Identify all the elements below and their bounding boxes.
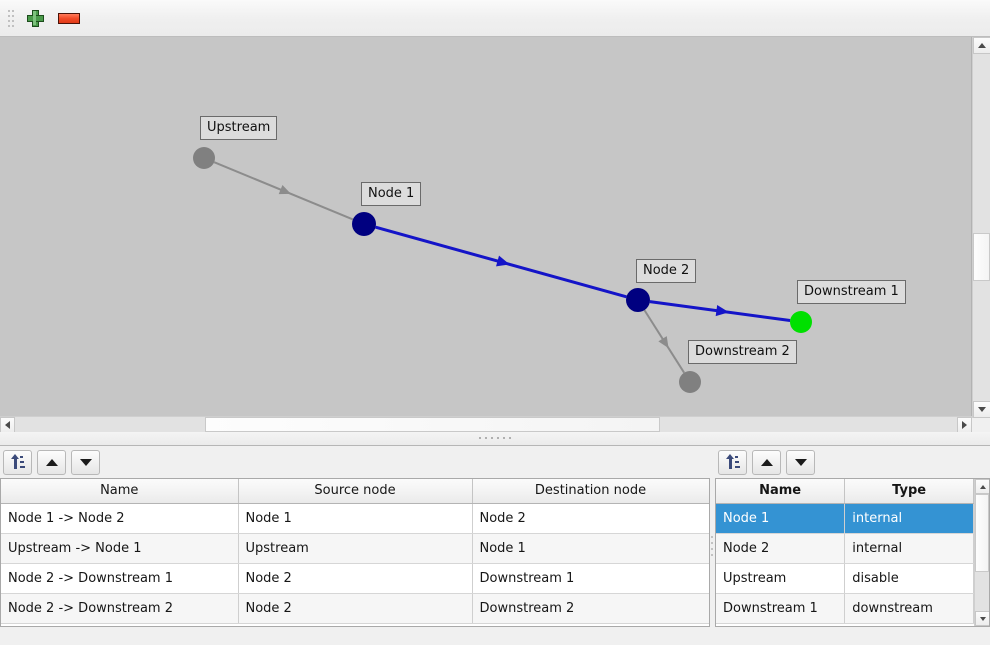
- scroll-up-arrow[interactable]: [973, 37, 990, 54]
- graph-node-upstream[interactable]: [193, 147, 215, 169]
- graph-vertical-scrollbar[interactable]: [972, 37, 990, 418]
- connections-table-cell-source: Upstream: [238, 533, 473, 564]
- connections-move-up-button[interactable]: [37, 449, 66, 475]
- scroll-up-arrow[interactable]: [975, 479, 989, 494]
- graph-svg: [193, 147, 812, 393]
- horizontal-splitter[interactable]: [0, 432, 990, 446]
- connections-table-cell-destination: Node 1: [472, 533, 709, 564]
- connections-pane-footer: [0, 627, 710, 645]
- connections-sort-button[interactable]: [3, 449, 32, 475]
- graph-node-label-downstream1[interactable]: Downstream 1: [797, 280, 906, 304]
- graph-node-label-node2[interactable]: Node 2: [636, 259, 697, 283]
- graph-edge-arrow-node2-downstream1: [715, 305, 729, 317]
- nodes-table-cell-type: internal: [844, 503, 974, 534]
- connections-table-cell-destination: Downstream 1: [472, 563, 709, 594]
- graph-node-downstream1[interactable]: [790, 311, 812, 333]
- remove-button[interactable]: [52, 4, 86, 32]
- graph-node-node1[interactable]: [352, 212, 376, 236]
- connections-table-column-header[interactable]: Name: [1, 479, 239, 504]
- connections-table-cell-destination: Node 2: [472, 503, 709, 534]
- triangle-down-icon: [79, 458, 92, 466]
- nodes-toolbar: [715, 446, 990, 478]
- connections-move-down-button[interactable]: [71, 449, 100, 475]
- graph-node-label-node1[interactable]: Node 1: [361, 182, 422, 206]
- nodes-move-up-button[interactable]: [752, 449, 781, 475]
- triangle-down-icon: [794, 458, 807, 466]
- graph-horizontal-scrollbar[interactable]: [0, 416, 972, 433]
- toolbar-drag-handle[interactable]: [4, 6, 14, 30]
- connections-table-cell-name: Node 1 -> Node 2: [1, 503, 239, 534]
- graph-edge-arrow-upstream-node1: [278, 185, 291, 195]
- vertical-splitter[interactable]: [710, 446, 715, 645]
- connections-table-cell-name: Node 2 -> Downstream 2: [1, 593, 239, 624]
- plus-icon: [26, 9, 44, 27]
- nodes-table-cell-type: disable: [844, 563, 974, 594]
- nodes-table-cell-name: Downstream 1: [716, 593, 846, 624]
- connections-table-cell-source: Node 1: [238, 503, 473, 534]
- nodes-table-cell-name: Node 2: [716, 533, 846, 564]
- nodes-table-cell-type: downstream: [844, 593, 974, 624]
- connections-table-cell-name: Node 2 -> Downstream 1: [1, 563, 239, 594]
- scroll-right-arrow[interactable]: [957, 417, 972, 433]
- scroll-down-arrow[interactable]: [973, 401, 990, 418]
- connections-table-cell-name: Upstream -> Node 1: [1, 533, 239, 564]
- graph-vscroll-thumb[interactable]: [973, 233, 990, 281]
- sort-icon: [725, 454, 740, 470]
- nodes-pane-footer: [715, 627, 990, 645]
- nodes-table-cell-name: Upstream: [716, 563, 846, 594]
- graph-edge-arrow-node1-node2: [496, 255, 510, 267]
- nodes-table-cell-type: internal: [844, 533, 974, 564]
- main-toolbar: [0, 0, 990, 37]
- nodes-move-down-button[interactable]: [786, 449, 815, 475]
- scroll-down-arrow[interactable]: [975, 611, 989, 626]
- nodes-table-column-header[interactable]: Type: [844, 479, 974, 504]
- graph-node-node2[interactable]: [626, 288, 650, 312]
- graph-node-downstream2[interactable]: [679, 371, 701, 393]
- add-button[interactable]: [18, 4, 52, 32]
- nodes-table-column-header[interactable]: Name: [716, 479, 846, 504]
- connections-table-cell-source: Node 2: [238, 563, 473, 594]
- graph-hscroll-thumb[interactable]: [205, 417, 660, 432]
- connections-table-column-header[interactable]: Destination node: [472, 479, 709, 504]
- triangle-up-icon: [45, 458, 58, 466]
- graph-node-label-upstream[interactable]: Upstream: [200, 116, 278, 140]
- connections-table-cell-destination: Downstream 2: [472, 593, 709, 624]
- sort-icon: [10, 454, 25, 470]
- scroll-left-arrow[interactable]: [0, 417, 15, 433]
- connections-table-column-header[interactable]: Source node: [238, 479, 473, 504]
- connections-toolbar: [0, 446, 710, 478]
- graph-edge-arrow-node2-downstream2: [658, 336, 669, 349]
- graph-node-label-downstream2[interactable]: Downstream 2: [688, 340, 797, 364]
- minus-icon: [58, 12, 80, 24]
- nodes-table-scrollbar[interactable]: [974, 479, 989, 626]
- nodes-vscroll-thumb[interactable]: [975, 494, 989, 572]
- triangle-up-icon: [760, 458, 773, 466]
- nodes-table-cell-name: Node 1: [716, 503, 846, 534]
- connections-table-cell-source: Node 2: [238, 593, 473, 624]
- nodes-sort-button[interactable]: [718, 449, 747, 475]
